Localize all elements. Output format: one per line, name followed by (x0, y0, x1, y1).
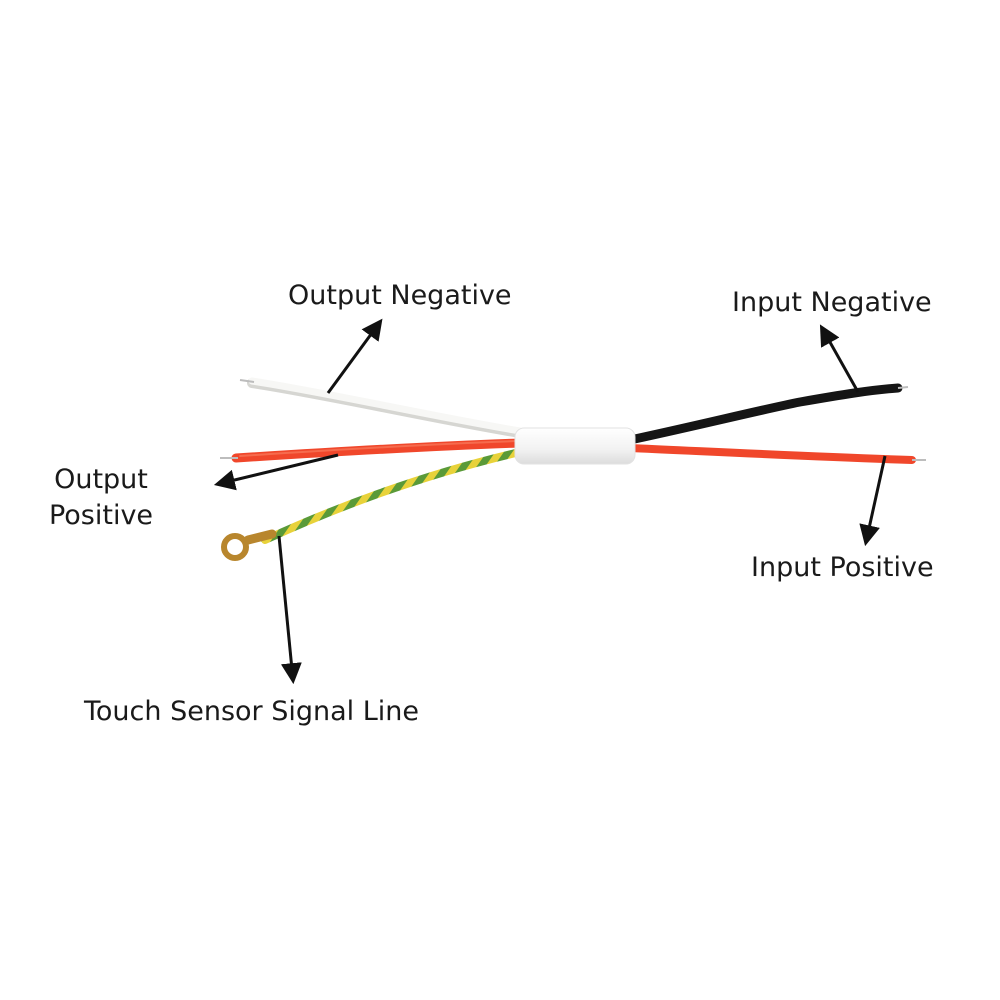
arrow-output-negative (326, 318, 383, 394)
label-output-negative: Output Negative (288, 280, 512, 311)
label-output-positive-line2: Positive (48, 500, 154, 531)
connector-body (514, 427, 636, 465)
arrow-touch-sensor (277, 535, 302, 685)
label-input-negative: Input Negative (732, 287, 932, 318)
arrow-output-positive (213, 453, 339, 491)
label-input-positive: Input Positive (751, 552, 934, 583)
wire-touch-sensor (261, 448, 524, 544)
ring-terminal-icon (221, 529, 277, 561)
wire-output-positive (220, 438, 525, 463)
wire-input-negative (625, 383, 909, 445)
label-output-positive-line1: Output (54, 464, 148, 495)
wire-output-negative (239, 377, 525, 438)
arrow-input-negative (819, 324, 860, 393)
label-output-positive: Output Positive (40, 462, 162, 534)
wire-input-positive (626, 444, 926, 464)
label-touch-sensor: Touch Sensor Signal Line (84, 696, 419, 727)
arrow-input-positive (859, 455, 887, 547)
